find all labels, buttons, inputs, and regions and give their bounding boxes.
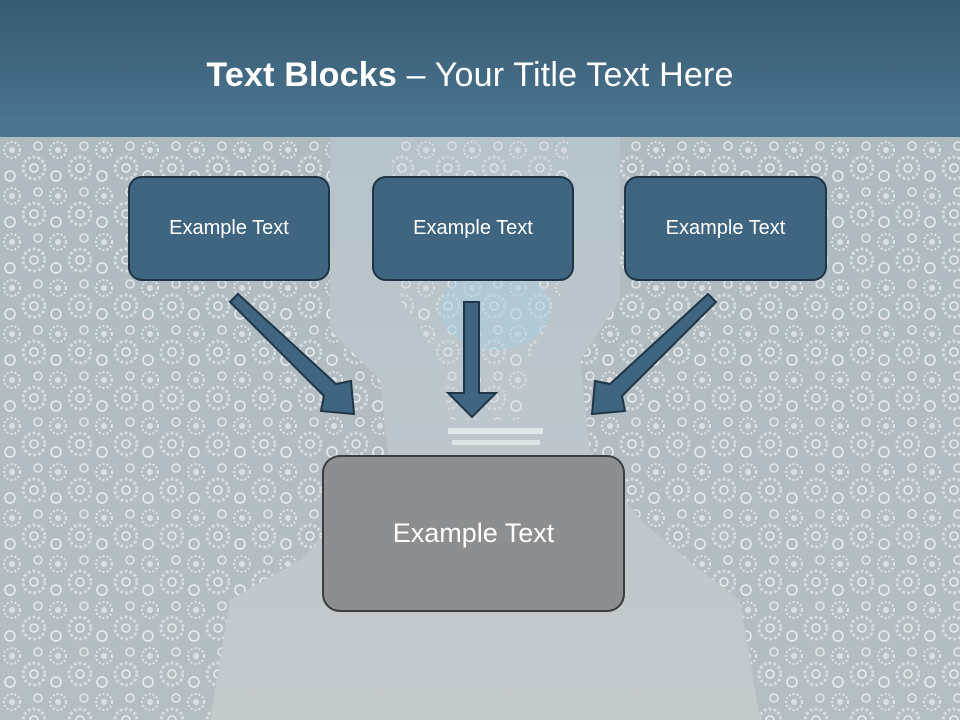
text-block-2[interactable]: Example Text <box>372 176 574 281</box>
text-block-1-label: Example Text <box>169 217 289 239</box>
arrow-center <box>445 301 499 419</box>
title-bold: Text Blocks <box>206 56 397 94</box>
center-text-block-label: Example Text <box>392 518 555 548</box>
text-block-2-label: Example Text <box>413 217 533 239</box>
arrow-left <box>228 292 356 416</box>
text-block-3-label: Example Text <box>665 217 786 239</box>
title-rest: Your Title Text Here <box>434 56 734 94</box>
slide-title: Text Blocks – Your Title Text Here <box>0 56 940 95</box>
title-bar <box>0 0 960 137</box>
text-block-3[interactable]: Example Text <box>624 176 827 281</box>
title-dash: – <box>396 56 435 94</box>
text-block-1[interactable]: Example Text <box>128 176 330 281</box>
arrow-right <box>590 292 718 416</box>
center-text-block[interactable]: Example Text <box>322 455 625 612</box>
